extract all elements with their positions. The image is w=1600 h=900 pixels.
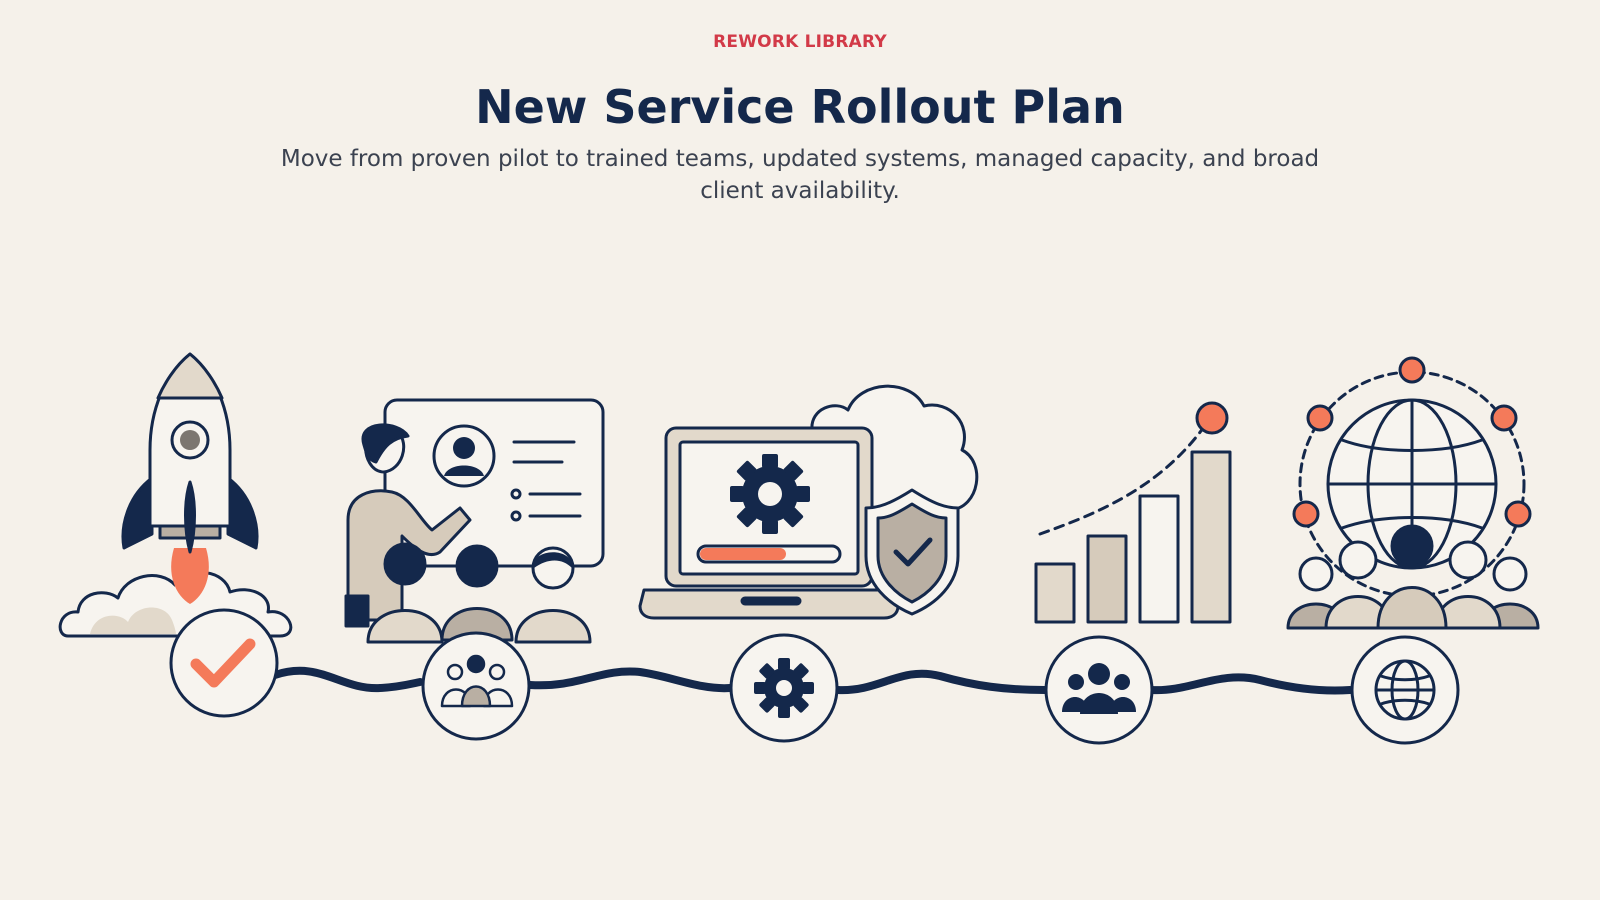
milestone-node-1: [169, 608, 279, 718]
laptop-gear: [730, 454, 810, 534]
progress-fill: [700, 548, 786, 560]
milestone-node-5: [1350, 635, 1460, 745]
eyebrow-label: REWORK LIBRARY: [713, 32, 887, 52]
gear-icon: [754, 658, 814, 718]
global-network-illustration: [1286, 356, 1540, 630]
training-illustration: [344, 398, 605, 644]
page-title: New Service Rollout Plan: [475, 80, 1125, 134]
milestone-node-2: [421, 631, 531, 741]
people-icon: [1062, 663, 1136, 714]
growth-chart-illustration: [1034, 401, 1232, 624]
timeline-path: [271, 666, 1354, 695]
check-icon: [190, 638, 256, 688]
milestone-node-4: [1044, 635, 1154, 745]
rocket-illustration: [58, 352, 293, 638]
page-subtitle: Move from proven pilot to trained teams,…: [280, 146, 1320, 204]
systems-illustration: [638, 384, 979, 620]
milestone-node-3: [729, 633, 839, 743]
team-icon: [440, 654, 514, 708]
globe-icon: [1374, 659, 1436, 721]
